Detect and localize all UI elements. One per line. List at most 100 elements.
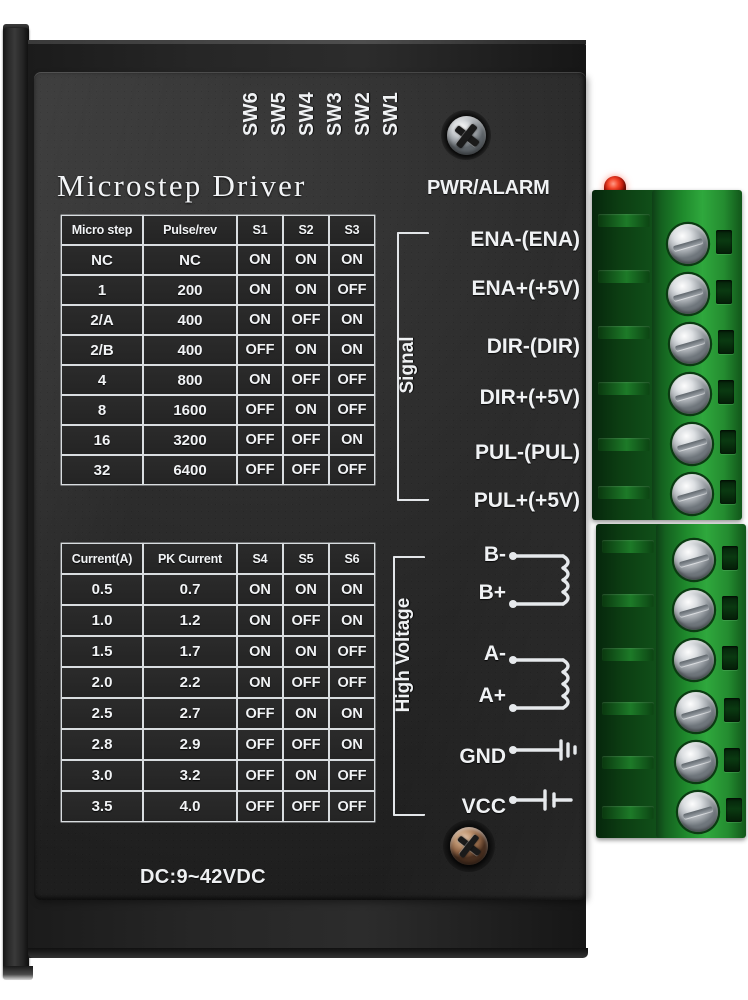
- wire-entry-hole: [718, 380, 734, 404]
- terminal-label-b-neg: B-: [483, 543, 506, 566]
- cell-s4: ON: [238, 637, 282, 666]
- cell-s3: ON: [330, 336, 374, 364]
- cell-pk-current: 2.9: [144, 730, 236, 759]
- cell-s3: OFF: [330, 456, 374, 484]
- cell-pulse-rev: 6400: [144, 456, 236, 484]
- connector-rib: [602, 540, 654, 553]
- cell-s2: OFF: [284, 366, 328, 394]
- cell-s5: ON: [284, 761, 328, 790]
- cell-s5: ON: [284, 699, 328, 728]
- connector-rib: [602, 702, 654, 715]
- cell-s4: OFF: [238, 761, 282, 790]
- cell-s4: OFF: [238, 699, 282, 728]
- terminal-label-vcc: VCC: [461, 795, 506, 818]
- dip-switch-label-sw2: SW2: [352, 92, 374, 136]
- cell-pk-current: 2.7: [144, 699, 236, 728]
- cell-s2: ON: [284, 336, 328, 364]
- terminal-screw-gnd[interactable]: [676, 742, 716, 782]
- wire-entry-hole: [716, 230, 732, 254]
- cell-current: 1.0: [62, 606, 142, 635]
- cell-s1: OFF: [238, 426, 282, 454]
- dip-switch-label-group: SW6 SW5 SW4 SW3 SW2 SW1: [232, 92, 412, 172]
- cell-current: 3.0: [62, 761, 142, 790]
- terminal-screw-dir-neg[interactable]: [670, 324, 710, 364]
- terminal-screw-b-neg[interactable]: [674, 540, 714, 580]
- cell-s2: OFF: [284, 456, 328, 484]
- cell-pk-current: 1.2: [144, 606, 236, 635]
- connector-rib: [602, 648, 654, 661]
- product-title: Microstep Driver: [57, 168, 307, 203]
- cell-s3: OFF: [330, 276, 374, 304]
- cell-s3: OFF: [330, 396, 374, 424]
- coil-winding-b: [561, 554, 570, 606]
- col-header-s3: S3: [330, 216, 374, 244]
- cell-pk-current: 0.7: [144, 575, 236, 604]
- terminal-screw-ena-pos[interactable]: [668, 274, 708, 314]
- cell-pulse-rev: 800: [144, 366, 236, 394]
- wire-entry-hole: [720, 480, 736, 504]
- connector-rib: [598, 438, 650, 451]
- cell-current: 2.0: [62, 668, 142, 697]
- pwr-alarm-label: PWR/ALARM: [427, 177, 550, 199]
- power-terminal-block[interactable]: [596, 524, 746, 838]
- cell-pulse-rev: 200: [144, 276, 236, 304]
- cell-micro-step: 2/B: [62, 336, 142, 364]
- table-header-row: Current(A) PK Current S4 S5 S6: [62, 544, 374, 573]
- cell-pulse-rev: NC: [144, 246, 236, 274]
- wire-entry-hole: [724, 748, 740, 772]
- cell-s6: OFF: [330, 792, 374, 821]
- signal-terminal-block[interactable]: [592, 190, 742, 520]
- terminal-screw-ena-neg[interactable]: [668, 224, 708, 264]
- cell-current: 2.8: [62, 730, 142, 759]
- cell-s1: ON: [238, 246, 282, 274]
- cell-s5: OFF: [284, 606, 328, 635]
- col-header-pk-current: PK Current: [144, 544, 236, 573]
- wire-entry-hole: [722, 546, 738, 570]
- dip-switch-label-sw5: SW5: [268, 92, 290, 136]
- wire-entry-hole: [726, 798, 742, 822]
- terminal-screw-pul-neg[interactable]: [672, 424, 712, 464]
- terminal-label-ena-pos: ENA+(+5V): [471, 277, 580, 300]
- terminal-screw-a-pos[interactable]: [676, 692, 716, 732]
- terminal-screw-pul-pos[interactable]: [672, 474, 712, 514]
- connector-rib: [598, 486, 650, 499]
- cell-micro-step: 8: [62, 396, 142, 424]
- terminal-screw-vcc[interactable]: [678, 792, 718, 832]
- cell-pulse-rev: 3200: [144, 426, 236, 454]
- terminal-screw-dir-pos[interactable]: [670, 374, 710, 414]
- terminal-screw-a-neg[interactable]: [674, 640, 714, 680]
- connector-rib: [602, 756, 654, 769]
- cell-s4: OFF: [238, 792, 282, 821]
- cell-s6: ON: [330, 699, 374, 728]
- cell-s1: ON: [238, 276, 282, 304]
- terminal-dot-a-pos: [509, 704, 517, 712]
- cell-s5: OFF: [284, 730, 328, 759]
- col-header-pulse-rev: Pulse/rev: [144, 216, 236, 244]
- connector-rib: [602, 806, 654, 819]
- dip-switch-label-sw3: SW3: [324, 92, 346, 136]
- signal-group-bracket: [397, 232, 429, 501]
- terminal-label-gnd: GND: [459, 745, 506, 768]
- terminal-screw-b-pos[interactable]: [674, 590, 714, 630]
- cell-s1: OFF: [238, 336, 282, 364]
- dip-switch-label-sw1: SW1: [380, 92, 402, 136]
- cell-micro-step: 32: [62, 456, 142, 484]
- connector-rib: [598, 270, 650, 283]
- cell-s1: OFF: [238, 456, 282, 484]
- terminal-label-a-pos: A+: [478, 684, 506, 707]
- cell-s3: ON: [330, 246, 374, 274]
- connector-rib: [598, 326, 650, 339]
- cell-pulse-rev: 400: [144, 336, 236, 364]
- connector-rib: [598, 382, 650, 395]
- col-header-s2: S2: [284, 216, 328, 244]
- terminal-label-b-pos: B+: [478, 581, 506, 604]
- signal-group-label: Signal: [397, 336, 418, 394]
- cell-s5: ON: [284, 637, 328, 666]
- dip-switch-label-sw6: SW6: [240, 92, 262, 136]
